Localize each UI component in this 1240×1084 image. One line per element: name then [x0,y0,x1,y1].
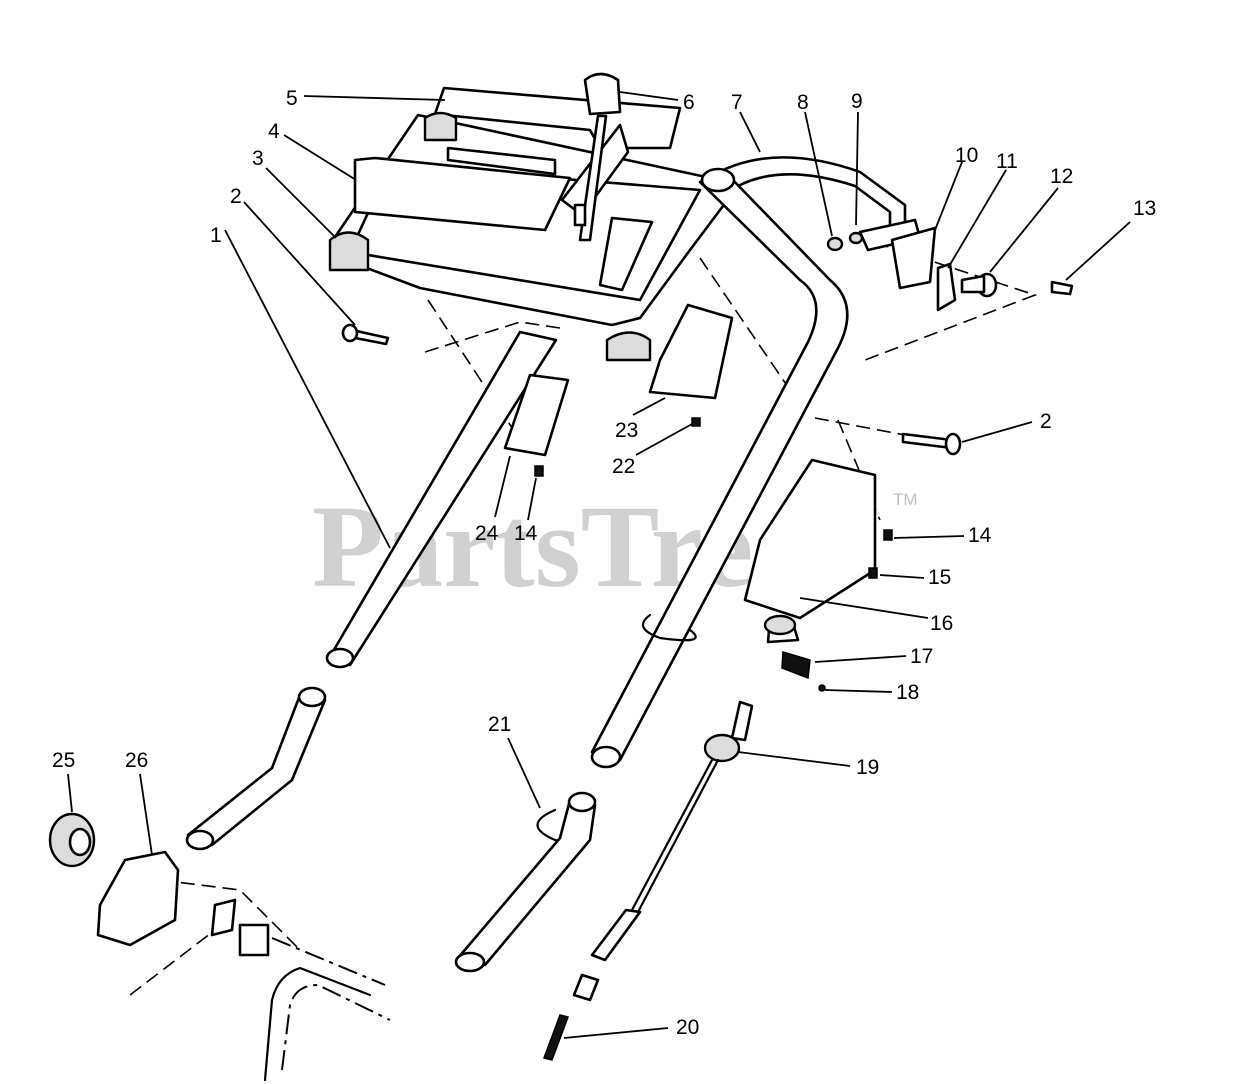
part-13-screw [1050,280,1074,296]
part-26-bracket [96,850,180,947]
part-2-bolt-left [341,323,390,346]
callout-20: 20 [676,1016,699,1039]
callout-22: 22 [612,455,635,478]
part-14-screw-left [534,465,544,477]
callout-14-right: 14 [968,524,992,547]
part-14-screw-right [883,529,893,541]
callout-26: 26 [125,749,148,772]
callout-15: 15 [928,566,951,589]
watermark-trademark: TM [893,490,918,509]
part-4-cover [353,156,572,232]
callout-18: 18 [896,681,919,704]
callout-9: 9 [851,90,863,113]
part-25-knob [48,812,96,868]
part-22-screw [691,417,701,427]
callout-10: 10 [955,144,978,167]
callout-12: 12 [1050,165,1073,188]
leader-lines [67,91,1131,1039]
part-12-knob [960,272,998,298]
callout-21: 21 [488,713,511,736]
callout-16: 16 [930,612,953,635]
callout-5: 5 [286,87,298,110]
lower-right-tube [456,798,597,967]
part-17-clip [781,651,811,680]
callout-13: 13 [1133,197,1156,220]
callout-14-left: 14 [514,522,538,545]
part-11-lever [936,262,957,312]
part-20-spring [543,1014,569,1061]
callout-24: 24 [475,522,499,545]
part-18-pin [818,684,826,692]
callout-7: 7 [731,91,743,114]
callout-23: 23 [615,419,638,442]
callout-17: 17 [910,645,933,668]
callout-8: 8 [797,91,809,114]
lower-link [210,898,237,937]
callout-6: 6 [683,91,695,114]
callout-labels: 1 2 3 4 5 6 7 8 9 10 11 12 13 2 23 22 24… [52,87,1156,1039]
callout-2-right: 2 [1040,410,1052,433]
callout-19: 19 [856,756,879,779]
part-19-cable-adjuster [572,700,754,1002]
part-24-plate [503,373,570,457]
middle-clip [641,613,697,642]
part-2-bolt-right [901,432,962,456]
right-upright-tube [590,173,849,762]
part-3-control-panel [328,111,737,362]
part-6-shift-lever [560,72,630,242]
callout-2-left: 2 [230,185,242,208]
lower-left-tube [186,693,327,847]
part-23-plate [648,303,734,400]
callout-3: 3 [252,147,264,170]
callout-25: 25 [52,749,75,772]
part-15-screw [868,567,878,579]
callout-11: 11 [996,150,1018,173]
callout-4: 4 [268,120,280,143]
part-16-control-housing [743,458,877,644]
callout-1: 1 [210,224,222,247]
part-8-nut [826,236,844,252]
part-11-latch [890,226,937,290]
assembly-lines [129,235,1038,996]
lower-frame [263,966,372,1082]
lower-block [238,923,270,957]
